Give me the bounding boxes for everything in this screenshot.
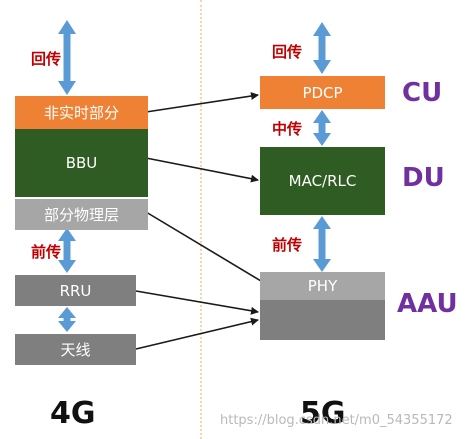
right-backhaul-arrow bbox=[313, 22, 331, 74]
right-midhaul-label: 中传 bbox=[272, 120, 303, 138]
box-bbu: BBU bbox=[15, 129, 148, 197]
box-aau-body bbox=[260, 300, 385, 340]
center-divider bbox=[200, 0, 202, 439]
left-backhaul-arrow bbox=[58, 20, 76, 95]
right-midhaul-arrow bbox=[313, 110, 331, 146]
left-fronthaul-label: 前传 bbox=[31, 243, 62, 261]
arrow-nonrt-to-pdcp bbox=[145, 92, 259, 113]
box-mac-rlc: MAC/RLC bbox=[260, 147, 385, 215]
footer-5g: 5G bbox=[300, 396, 346, 431]
box-antenna: 天线 bbox=[15, 334, 136, 365]
unit-label-cu: CU bbox=[402, 78, 443, 108]
unit-label-aau: AAU bbox=[397, 289, 458, 319]
left-backhaul-label: 回传 bbox=[31, 50, 62, 68]
left-rru-antenna-arrow bbox=[58, 307, 76, 332]
unit-label-du: DU bbox=[402, 163, 445, 193]
right-fronthaul-label: 前传 bbox=[272, 236, 303, 254]
watermark-text: https://blog.csdn.net/m0_54355172 bbox=[220, 413, 453, 428]
box-phy: PHY bbox=[260, 272, 385, 300]
right-backhaul-label: 回传 bbox=[272, 43, 303, 61]
arrow-bbu-to-macrlc bbox=[145, 157, 259, 183]
arrow-physlayer-to-phy bbox=[145, 211, 277, 291]
box-partial-physical-layer: 部分物理层 bbox=[15, 199, 148, 230]
right-fronthaul-arrow bbox=[313, 216, 331, 272]
left-fronthaul-arrow bbox=[58, 228, 76, 273]
arrow-antenna-to-aau bbox=[135, 317, 259, 350]
box-rru: RRU bbox=[15, 275, 136, 306]
box-pdcp: PDCP bbox=[260, 76, 385, 109]
footer-4g: 4G bbox=[50, 396, 96, 431]
arrow-rru-to-aau bbox=[135, 290, 259, 315]
box-non-realtime: 非实时部分 bbox=[15, 96, 148, 129]
